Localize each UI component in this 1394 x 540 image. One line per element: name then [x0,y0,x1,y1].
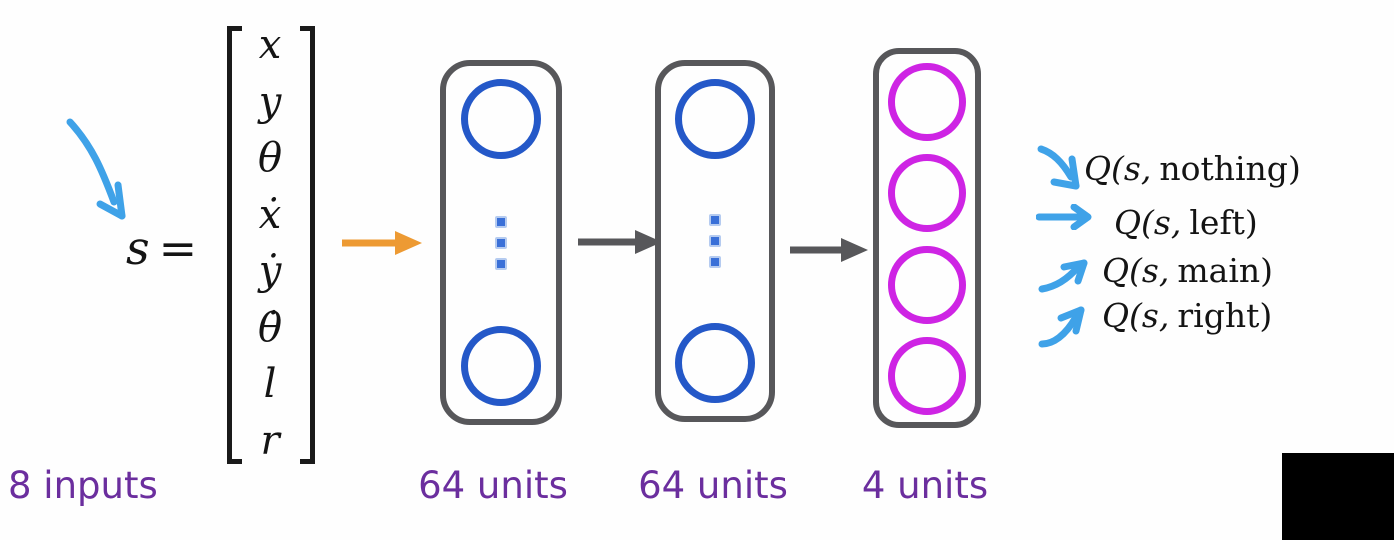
black-corner-overlay [1282,453,1394,540]
curved-arrow-up-strong-icon [1038,306,1085,348]
layer1-units-label: 64 units [418,464,568,507]
vector-entry: r [260,417,280,464]
ellipsis-dot [709,256,721,268]
ellipsis-dot [495,236,507,249]
ellipsis-dot [709,214,721,226]
vector-entry: y [258,78,282,125]
vector-entry: ẏ [258,248,282,295]
hidden-unit-circle [461,326,541,406]
hidden-unit-circle [675,79,755,159]
q-value-left: Q(s,left) [1036,200,1258,244]
ellipsis-dot [495,257,507,270]
vector-entry: ẋ [258,191,282,238]
q-value-main: Q(s,main) [1038,248,1274,293]
curved-arrow-up-icon [1038,259,1088,293]
straight-arrow-icon [1036,204,1092,230]
output-unit-circle [888,63,966,141]
vector-entry: x [258,22,282,68]
layer3-units-label: 4 units [861,464,989,507]
ellipsis-dots [495,215,507,270]
hidden-layer-1 [440,60,562,425]
state-equation: s = [126,222,197,274]
q-value-nothing: Q(s,nothing) [1036,145,1301,190]
hidden-unit-circle [461,79,541,159]
layer-arrow-icon [578,230,662,254]
curved-arrow-down-icon [1037,145,1080,190]
q-label: Q(s,nothing) [1084,148,1301,188]
vector-entry: l [263,361,277,408]
output-layer [873,48,981,428]
equals-sign: = [158,221,198,275]
state-vector: x y θ ẋ ẏ θ̇ l r [237,20,303,466]
vector-right-bracket [300,26,315,464]
layer-arrow-icon [790,238,868,262]
vector-entry: θ̇ [257,304,283,351]
output-unit-circle [888,336,966,415]
ellipsis-dot [709,235,721,247]
inputs-count-label: 8 inputs [8,464,158,507]
hidden-layer-2 [655,60,775,422]
ellipsis-dots [709,214,721,268]
ellipsis-dot [495,215,507,228]
output-unit-circle [888,154,966,233]
layer2-units-label: 64 units [638,464,788,507]
q-label: Q(s,main) [1102,250,1274,290]
q-value-right: Q(s,right) [1038,293,1273,348]
input-arrow-icon [342,231,422,255]
state-symbol: s [126,221,150,275]
q-label: Q(s,right) [1102,295,1273,335]
q-label: Q(s,left) [1114,202,1258,242]
output-unit-circle [888,245,966,324]
vector-entry: θ [257,135,283,182]
state-pointer-arrow-icon [66,118,126,220]
vector-left-bracket [227,26,242,464]
hidden-unit-circle [675,323,755,403]
